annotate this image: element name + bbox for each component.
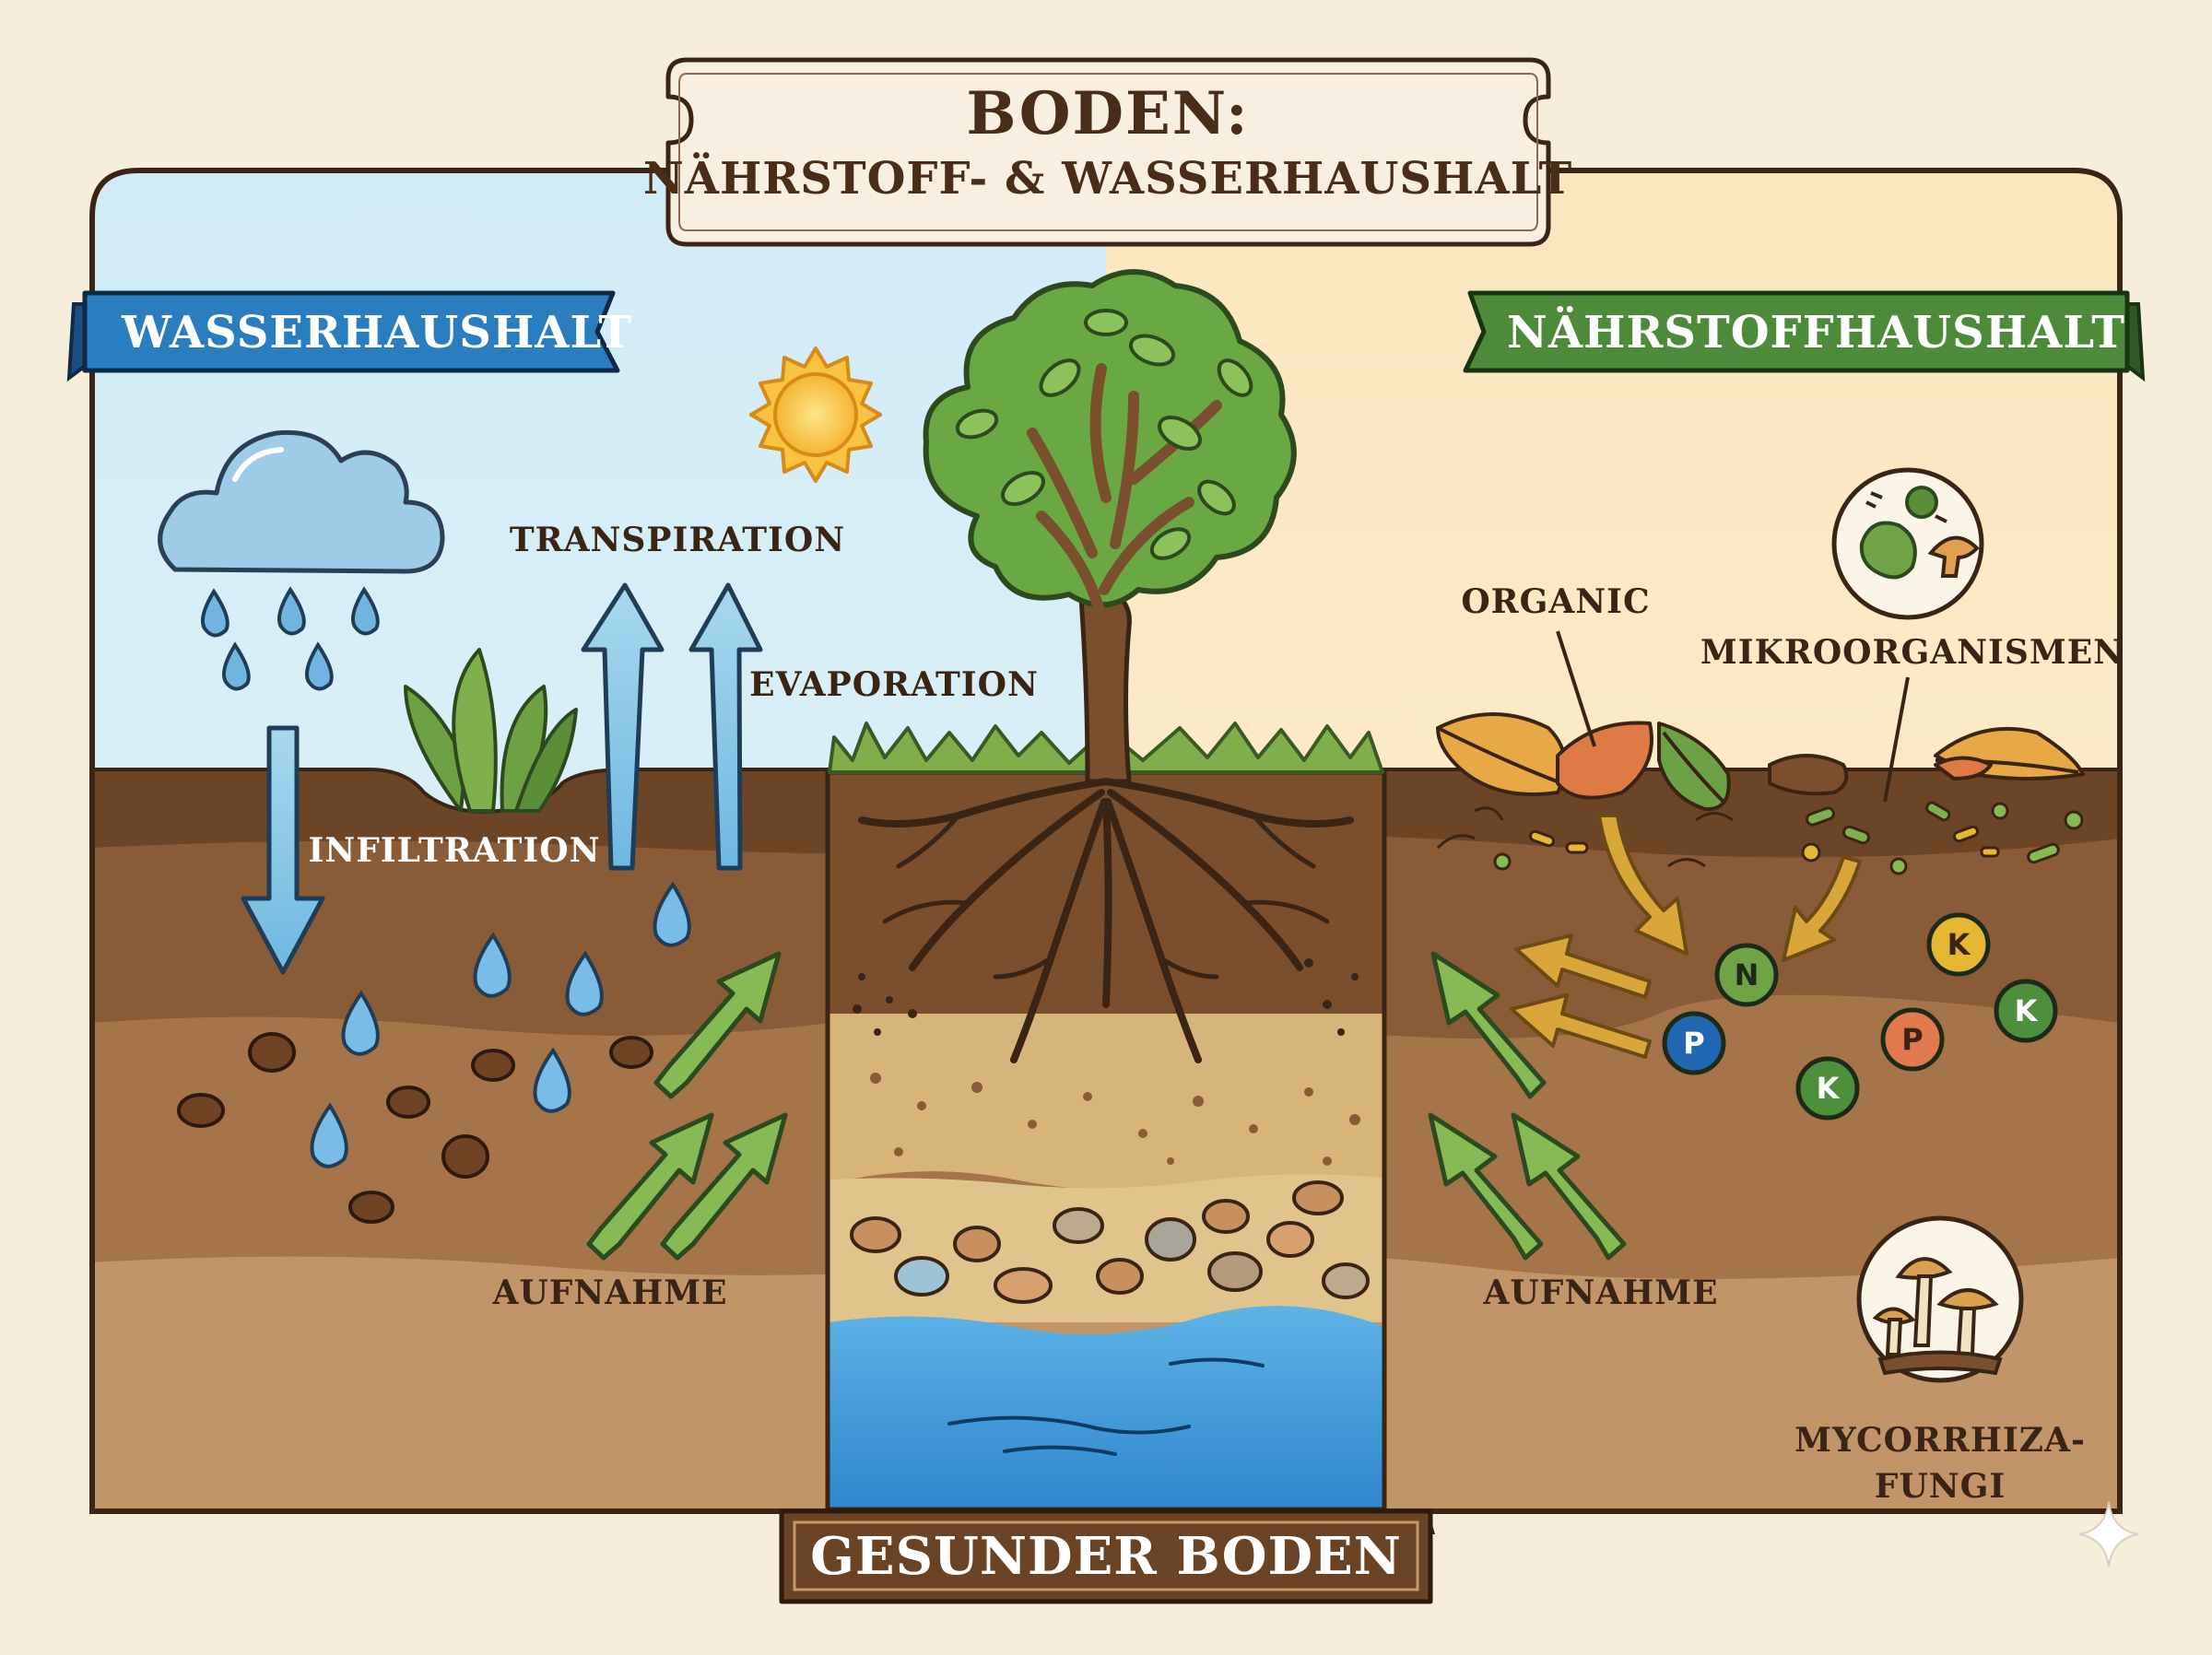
footer-title: GESUNDER BODEN — [810, 1526, 1402, 1587]
nutrient-label: K — [1817, 1071, 1841, 1106]
organic-label: ORGANIC — [1461, 582, 1650, 621]
nutrient-label: P — [1901, 1022, 1923, 1057]
nutrient-label: N — [1735, 957, 1759, 992]
transpiration-label: TRANSPIRATION — [510, 521, 845, 559]
mycorrhiza-label: MYCORRHIZA- — [1794, 1421, 2086, 1460]
nutrient-label: P — [1683, 1026, 1704, 1061]
evaporation-label: EVAPORATION — [749, 665, 1039, 704]
infiltration-label: INFILTRATION — [308, 831, 600, 870]
water-section-title: WASSERHAUSHALT — [121, 307, 632, 358]
uptake-label-left: AUFNAHME — [491, 1274, 727, 1312]
nutrient-label: K — [2015, 993, 2039, 1028]
microorganism-icon — [1834, 470, 1982, 617]
page-subtitle: NÄHRSTOFF- & WASSERHAUSHALT — [643, 151, 1572, 205]
nutrient-label: K — [1947, 927, 1971, 962]
nutrient-section-title: NÄHRSTOFFHAUSHALT — [1507, 305, 2125, 358]
microorganisms-label: MIKROORGANISMEN — [1700, 633, 2124, 672]
mushroom-icon — [1859, 1218, 2021, 1380]
mycorrhiza-label-2: FUNGI — [1875, 1467, 2006, 1506]
uptake-label-right: AUFNAHME — [1482, 1274, 1718, 1312]
groundwater — [828, 1306, 1384, 1511]
page-title: BODEN: — [966, 79, 1249, 148]
